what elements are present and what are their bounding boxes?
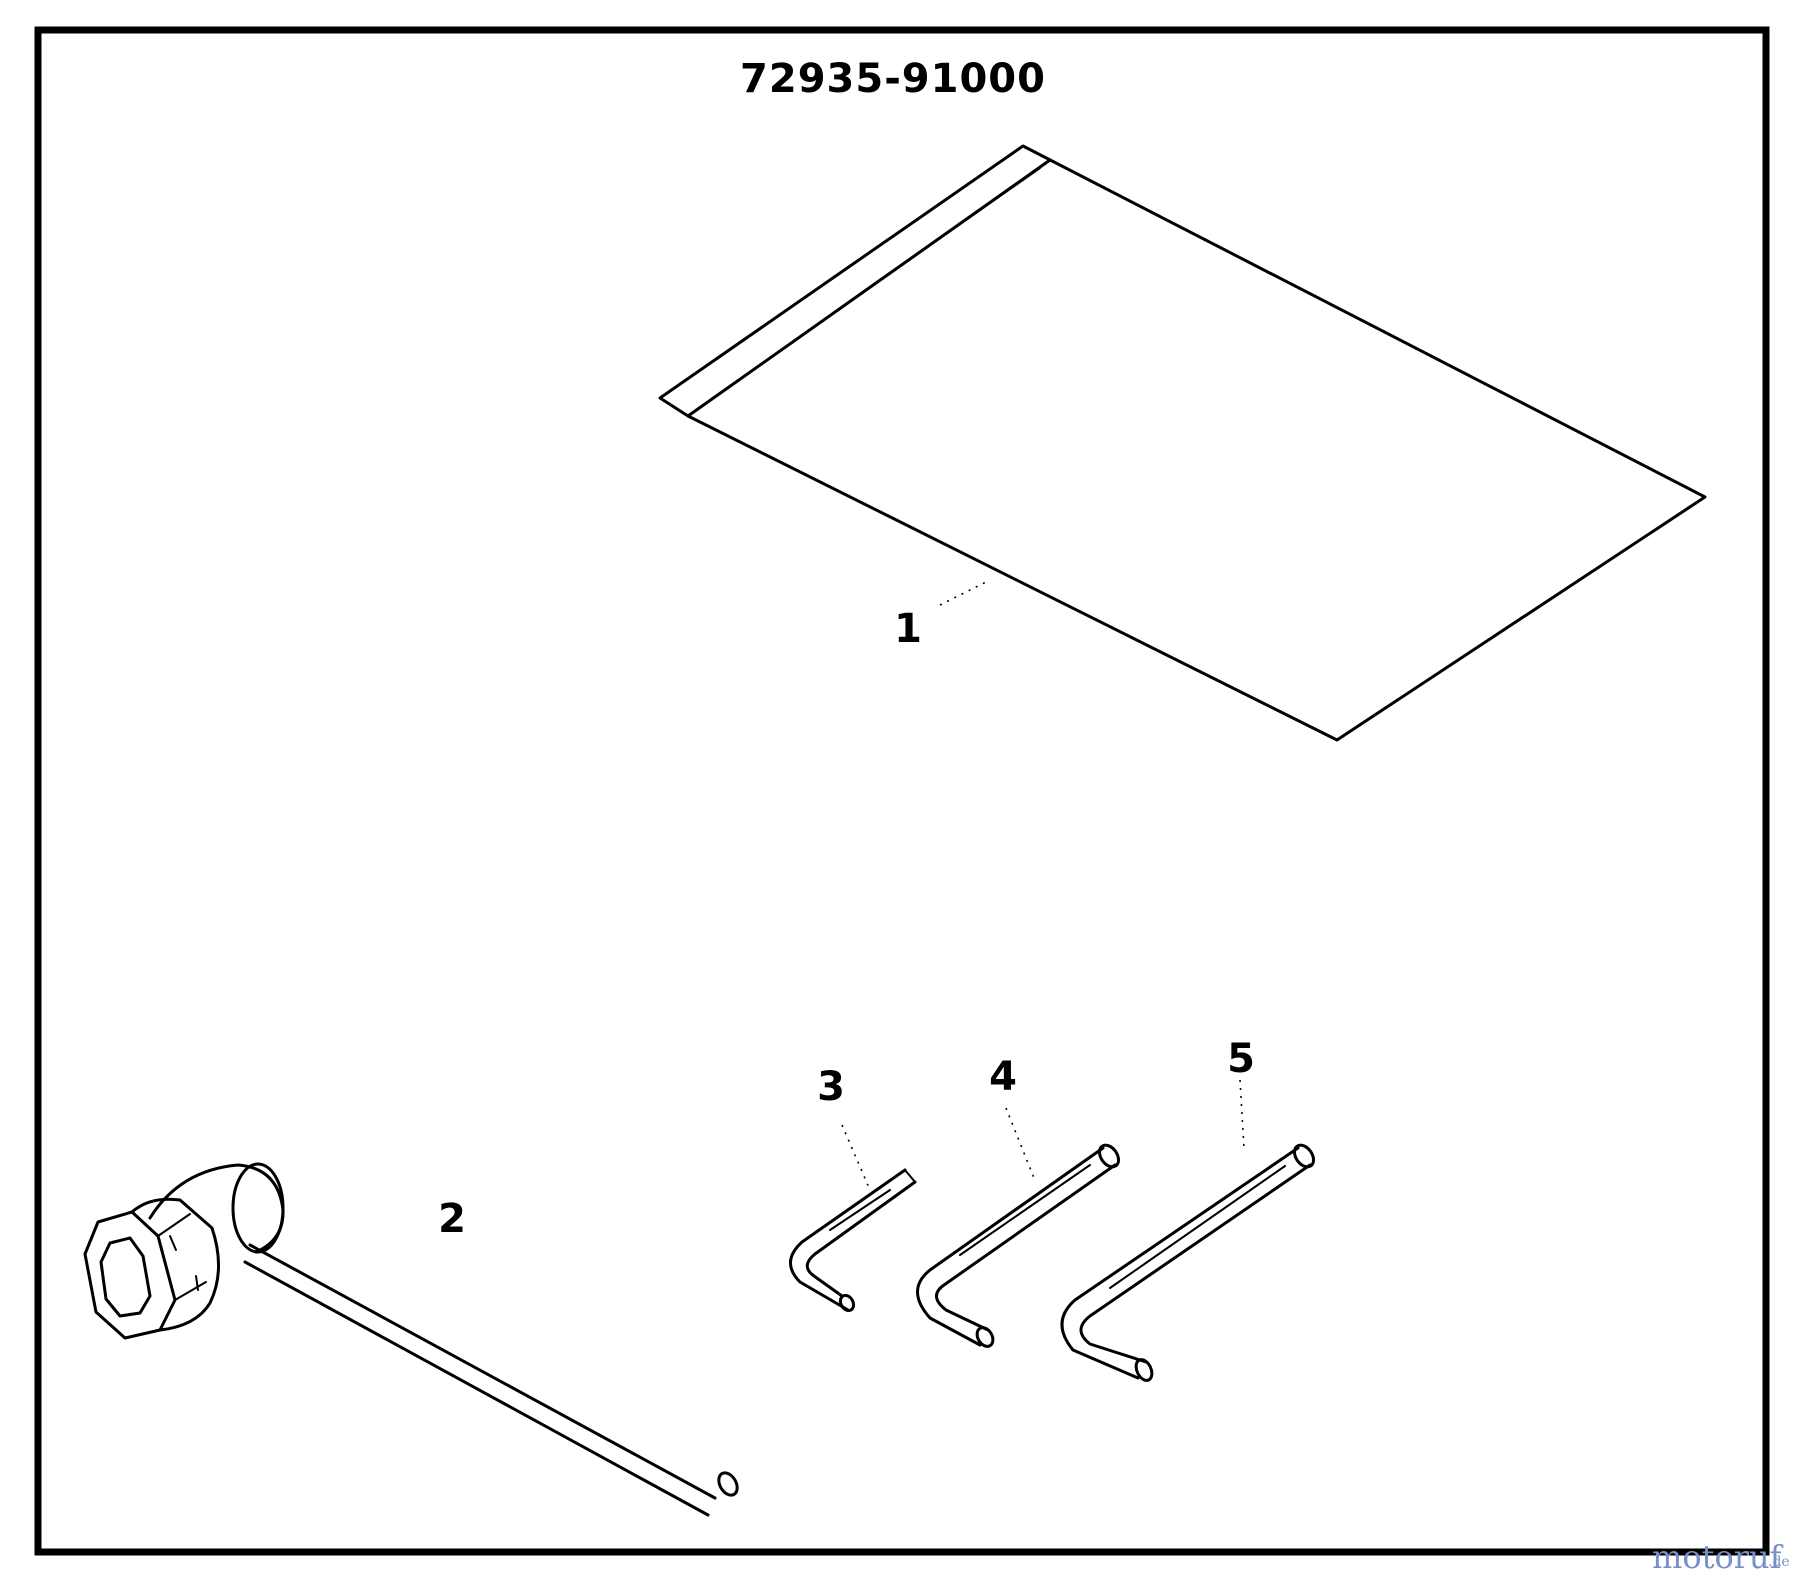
leader-line-1 (939, 579, 991, 606)
part-label-2: 2 (438, 1196, 466, 1242)
leader-line-3 (841, 1124, 871, 1191)
part-label-4: 4 (989, 1054, 1017, 1100)
part-label-5: 5 (1227, 1036, 1255, 1082)
diagram-title: 72935-91000 (740, 56, 1046, 102)
hex-key-small (789, 1168, 917, 1313)
leader-line-5 (1239, 1079, 1245, 1149)
watermark-domain: .de (1768, 1554, 1790, 1570)
hex-key-medium (916, 1143, 1121, 1348)
part-label-1: 1 (894, 606, 922, 652)
watermark-logo: motoruf (1652, 1538, 1784, 1572)
diagram-frame (34, 26, 1770, 1556)
part-label-3: 3 (817, 1064, 845, 1110)
leader-line-4 (1005, 1107, 1035, 1179)
socket-wrench (83, 1162, 739, 1517)
manual-sheet (658, 144, 1707, 742)
hex-key-large (1060, 1143, 1316, 1382)
